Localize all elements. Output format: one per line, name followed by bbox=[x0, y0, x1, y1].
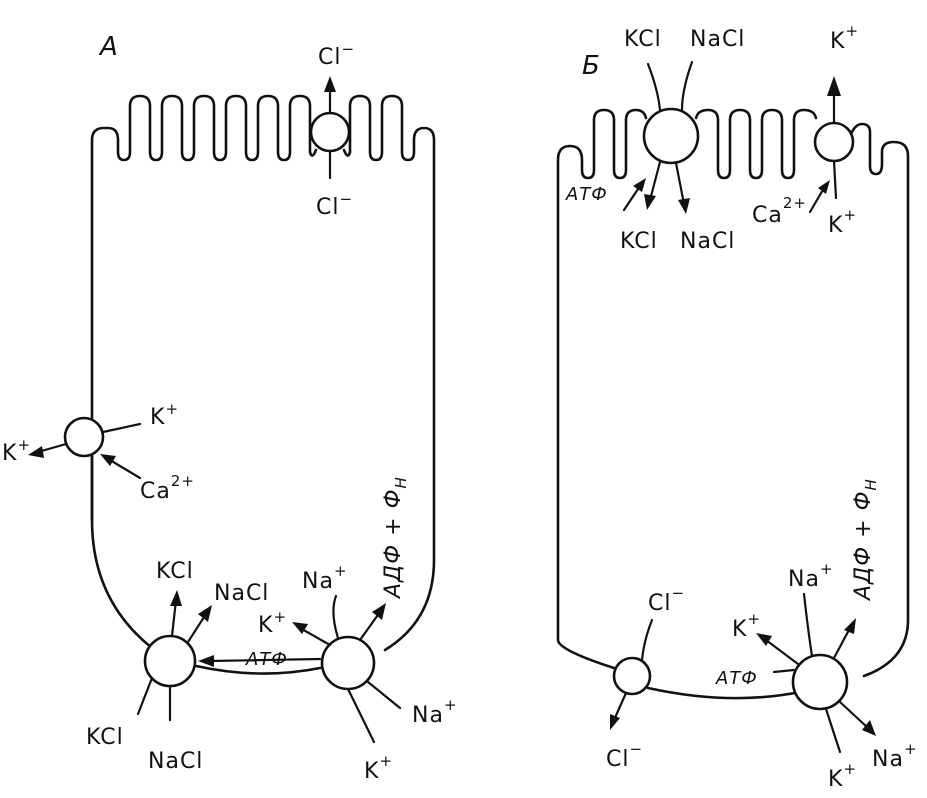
arrow-head bbox=[844, 618, 856, 634]
arrow-head bbox=[28, 446, 44, 458]
na-out-line-a bbox=[366, 680, 402, 710]
panel-a-letter: А bbox=[98, 32, 119, 62]
cl-in-line-b bbox=[640, 618, 654, 662]
label-k-down-a: K+ bbox=[364, 752, 393, 784]
label-kcl-up-a: KCl bbox=[156, 559, 194, 584]
label-adp-b: АДФ + ФН bbox=[851, 478, 880, 602]
arrow-head bbox=[827, 76, 841, 96]
cell-a-membrane-segment bbox=[308, 148, 352, 157]
arrow-head bbox=[633, 178, 646, 192]
label-atp-b-apical: АТФ bbox=[565, 184, 608, 205]
na-k-pump-b bbox=[791, 653, 849, 711]
arrow-cl-out-b bbox=[612, 691, 628, 722]
k-in-line-b bbox=[832, 159, 838, 200]
arrow-ca-b bbox=[808, 186, 826, 214]
arrow-adp-b bbox=[832, 626, 852, 660]
label-cl-bottom-b: Cl− bbox=[606, 740, 643, 772]
label-k-up-a: K+ bbox=[258, 608, 287, 638]
arrow-head bbox=[610, 714, 620, 730]
k-in-line-a bbox=[346, 687, 376, 744]
label-adp-a: АДФ + ФН bbox=[381, 476, 410, 600]
label-na-up-b: Na+ bbox=[788, 560, 834, 592]
arrow-head bbox=[198, 655, 214, 667]
label-na-down-a: Na+ bbox=[412, 696, 458, 728]
k-channel-b bbox=[813, 121, 855, 163]
arrow-head bbox=[100, 454, 116, 466]
k-channel-a bbox=[63, 416, 105, 458]
kcl-cotransporter-b bbox=[642, 107, 700, 165]
kcl-in-line bbox=[136, 676, 154, 716]
label-cl-bottom-a: Cl− bbox=[316, 190, 353, 220]
arrow-adp-a bbox=[358, 610, 382, 642]
label-na-down-b: Na+ bbox=[872, 740, 918, 772]
cell-a-membrane bbox=[90, 94, 436, 675]
label-kcl-down-a: KCl bbox=[86, 725, 124, 750]
label-atp-a: АТФ bbox=[245, 649, 288, 670]
na-in-line-b bbox=[802, 592, 814, 658]
arrow-kcl-b bbox=[648, 160, 662, 202]
arrow-k-up-a bbox=[298, 626, 332, 647]
label-ca-b: Ca2+ bbox=[752, 194, 807, 228]
label-k-out-a: K+ bbox=[2, 436, 31, 466]
na-in-line-a bbox=[332, 594, 340, 640]
label-kcl-bottom-b: KCl bbox=[620, 229, 658, 254]
arrow-head bbox=[862, 720, 876, 736]
arrow-na-out-b bbox=[838, 700, 870, 730]
label-k-down-b: K+ bbox=[828, 760, 857, 792]
arrow-atp-a bbox=[208, 657, 322, 663]
arrow-atp-b bbox=[622, 184, 642, 212]
panel-a: А Cl− Cl− K+ K+ Ca2+ KCl NaCl KCl NaCl bbox=[2, 32, 458, 784]
label-k-in-a: K+ bbox=[150, 400, 179, 430]
arrow-head bbox=[644, 194, 656, 210]
label-nacl-bottom-b: NaCl bbox=[680, 229, 735, 254]
panel-b-letter: Б bbox=[582, 51, 601, 81]
label-na-up-a: Na+ bbox=[302, 562, 348, 594]
cell-b-membrane bbox=[556, 108, 910, 700]
arrow-ca-in bbox=[108, 458, 142, 480]
k-in-line-b2 bbox=[824, 707, 842, 754]
arrow-head bbox=[324, 76, 336, 92]
arrow-k-up-b bbox=[764, 638, 800, 666]
arrow-head bbox=[198, 605, 212, 622]
arrow-head bbox=[756, 633, 772, 646]
label-k-bottom-b: K+ bbox=[828, 206, 857, 238]
label-k-top-b: K+ bbox=[830, 22, 859, 54]
atp-line-b bbox=[772, 668, 796, 674]
label-nacl-down-a: NaCl bbox=[148, 749, 203, 774]
k-in-line bbox=[101, 422, 142, 434]
label-k-up-b: K+ bbox=[732, 610, 761, 642]
kcl-in-line-b bbox=[646, 62, 662, 112]
arrow-head bbox=[170, 590, 182, 606]
label-atp-b-basal: АТФ bbox=[715, 668, 758, 689]
arrow-head bbox=[818, 180, 830, 194]
arrow-head bbox=[292, 622, 308, 634]
label-nacl-up-a: NaCl bbox=[214, 581, 269, 606]
arrow-head bbox=[678, 198, 690, 214]
label-ca-a: Ca2+ bbox=[140, 472, 195, 504]
arrow-nacl-b bbox=[674, 161, 686, 206]
nacl-in-line-b bbox=[680, 60, 694, 112]
label-kcl-top-b: KCl bbox=[624, 27, 662, 52]
label-cl-top-b: Cl− bbox=[648, 584, 685, 616]
arrow-nacl-up bbox=[186, 612, 208, 644]
arrow-head bbox=[372, 603, 386, 620]
cl-channel-b bbox=[612, 656, 652, 696]
panel-b: Б KCl NaCl АТФ KCl NaCl K+ Ca2+ K+ Cl− C… bbox=[556, 22, 918, 792]
label-cl-top-a: Cl− bbox=[318, 40, 355, 70]
cl-channel-a bbox=[309, 111, 351, 153]
label-nacl-top-b: NaCl bbox=[690, 27, 745, 52]
